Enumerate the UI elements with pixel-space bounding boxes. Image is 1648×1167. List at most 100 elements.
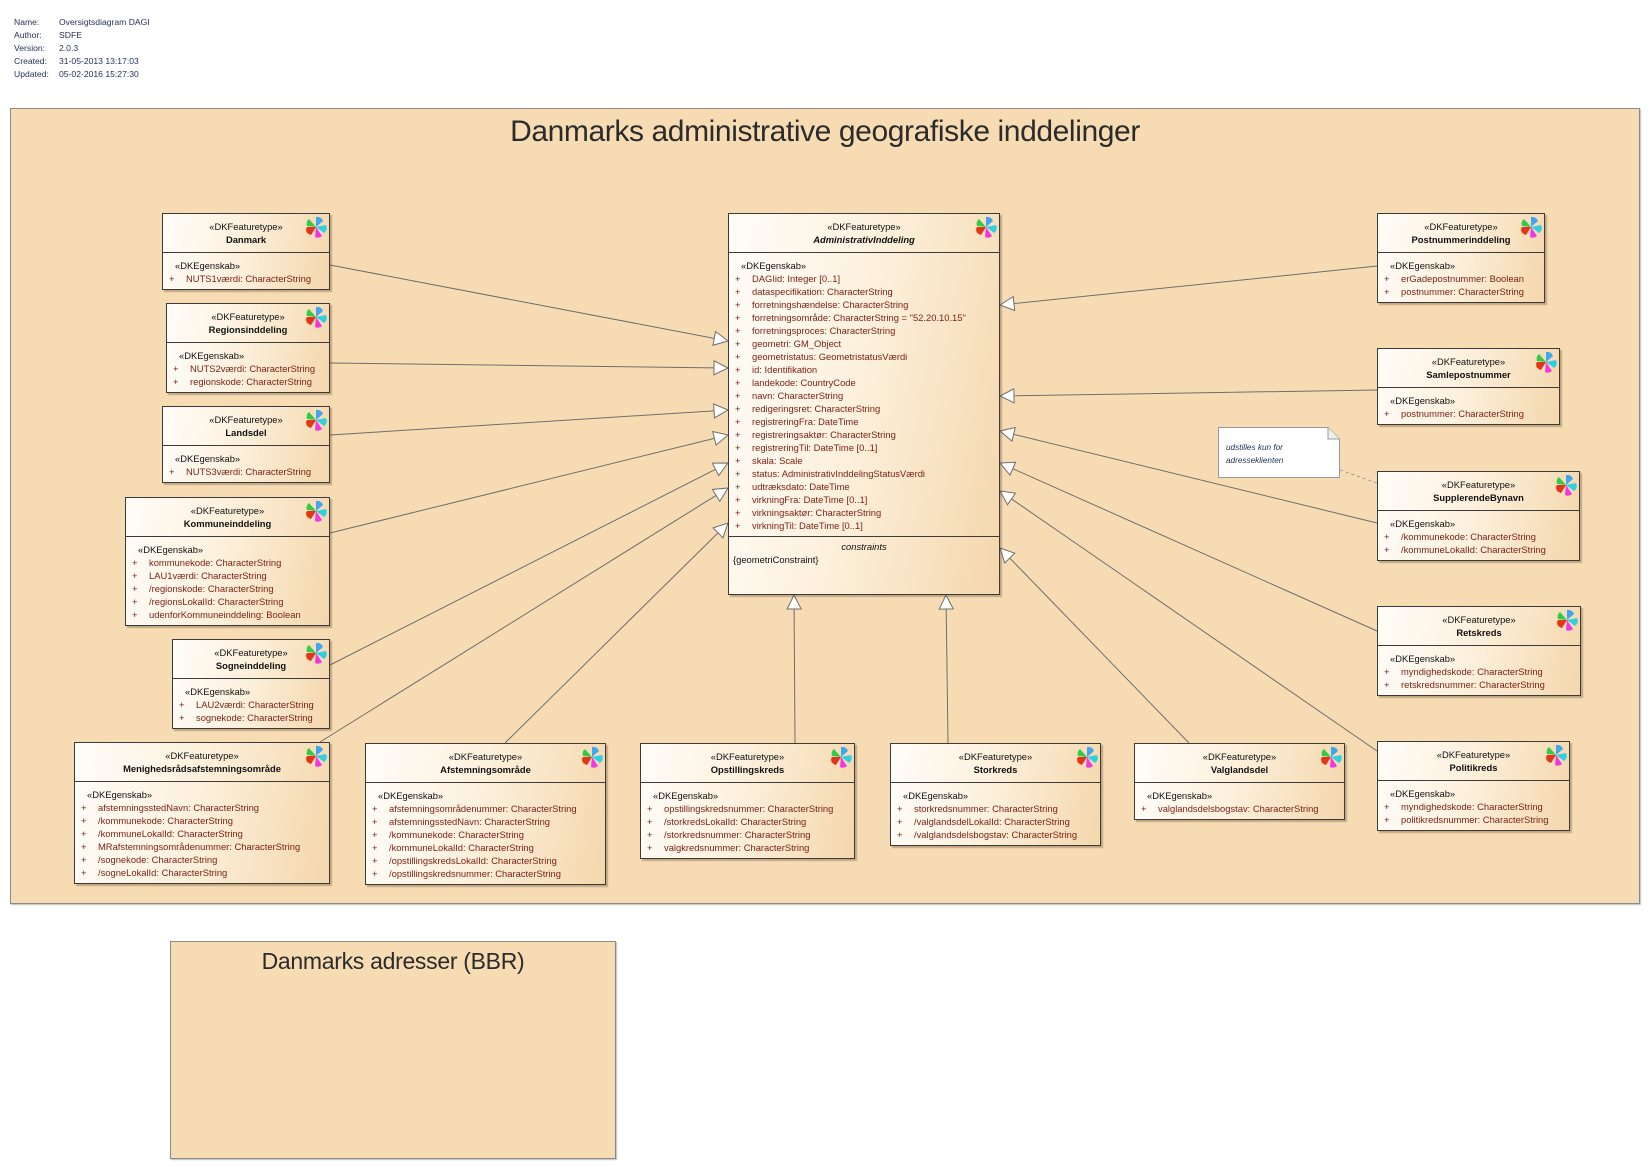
element-type-flower-icon	[1520, 216, 1542, 238]
attribute-row[interactable]: +/regionsLokalId: CharacterString	[132, 595, 323, 608]
attribute-row[interactable]: +storkredsnummer: CharacterString	[897, 802, 1094, 815]
class-administrativinddeling[interactable]: «DKFeaturetype»AdministrativInddeling«DK…	[728, 213, 1000, 595]
class-menighedsraad[interactable]: «DKFeaturetype»Menighedsrådsafstemningso…	[74, 742, 330, 884]
attribute-row[interactable]: +sognekode: CharacterString	[179, 711, 323, 724]
attribute-row[interactable]: +udenforKommuneinddeling: Boolean	[132, 608, 323, 621]
class-opstillingskreds[interactable]: «DKFeaturetype»Opstillingskreds«DKEgensk…	[640, 743, 855, 859]
attribute-text: navn: CharacterString	[752, 390, 844, 401]
attribute-row[interactable]: +/regionskode: CharacterString	[132, 582, 323, 595]
attribute-row[interactable]: +MRafstemningsområdenummer: CharacterStr…	[81, 840, 323, 853]
class-supplerendebynavn[interactable]: «DKFeaturetype»SupplerendeBynavn«DKEgens…	[1377, 471, 1580, 561]
attribute-row[interactable]: +/kommunekode: CharacterString	[1384, 530, 1573, 543]
class-postnummerinddeling[interactable]: «DKFeaturetype»Postnummerinddeling«DKEge…	[1377, 213, 1545, 303]
element-type-flower-icon	[1535, 351, 1557, 373]
attribute-row[interactable]: +kommunekode: CharacterString	[132, 556, 323, 569]
attribute-row[interactable]: +landekode: CountryCode	[735, 376, 993, 389]
element-type-flower-icon	[305, 745, 327, 767]
attribute-row[interactable]: +afstemningsstedNavn: CharacterString	[81, 801, 323, 814]
attribute-row[interactable]: +NUTS2værdi: CharacterString	[173, 362, 323, 375]
class-kommuneinddeling[interactable]: «DKFeaturetype»Kommuneinddeling«DKEgensk…	[125, 497, 330, 626]
attribute-compartment: «DKEgenskab»+myndighedskode: CharacterSt…	[1378, 646, 1580, 695]
attribute-row[interactable]: +redigeringsret: CharacterString	[735, 402, 993, 415]
package-bbr[interactable]: Danmarks adresser (BBR)	[170, 941, 616, 1159]
attribute-row[interactable]: +/kommuneLokalId: CharacterString	[81, 827, 323, 840]
attribute-row[interactable]: +erGadepostnummer: Boolean	[1384, 272, 1538, 285]
class-storkreds[interactable]: «DKFeaturetype»Storkreds«DKEgenskab»+sto…	[890, 743, 1101, 846]
attribute-row[interactable]: +postnummer: CharacterString	[1384, 407, 1553, 420]
attribute-row[interactable]: +/kommuneLokalId: CharacterString	[1384, 543, 1573, 556]
attribute-text: kommunekode: CharacterString	[149, 557, 282, 568]
attribute-compartment: «DKEgenskab»+valglandsdelsbogstav: Chara…	[1135, 783, 1344, 819]
class-header: «DKFeaturetype»Afstemningsområde	[366, 744, 605, 783]
diagram-version: 2.0.3	[59, 43, 79, 53]
attribute-row[interactable]: +forretningsproces: CharacterString	[735, 324, 993, 337]
attribute-row[interactable]: +myndighedskode: CharacterString	[1384, 665, 1574, 678]
attribute-row[interactable]: +afstemningsområdenummer: CharacterStrin…	[372, 802, 599, 815]
attribute-row[interactable]: +afstemningsstedNavn: CharacterString	[372, 815, 599, 828]
attribute-row[interactable]: +myndighedskode: CharacterString	[1384, 800, 1563, 813]
attribute-row[interactable]: +/sogneLokalId: CharacterString	[81, 866, 323, 879]
attribute-row[interactable]: +navn: CharacterString	[735, 389, 993, 402]
attribute-row[interactable]: +/valglandsdelsbogstav: CharacterString	[897, 828, 1094, 841]
element-type-flower-icon	[1320, 746, 1342, 768]
attribute-row[interactable]: +forretningsområde: CharacterString = "5…	[735, 311, 993, 324]
attribute-text: forretningsproces: CharacterString	[752, 325, 896, 336]
attribute-row[interactable]: +/opstillingskredsLokalId: CharacterStri…	[372, 854, 599, 867]
attribute-row[interactable]: +registreringFra: DateTime	[735, 415, 993, 428]
class-afstemningsomraade[interactable]: «DKFeaturetype»Afstemningsområde«DKEgens…	[365, 743, 606, 885]
class-sogneinddeling[interactable]: «DKFeaturetype»Sogneinddeling«DKEgenskab…	[172, 639, 330, 729]
attribute-row[interactable]: +registreringTil: DateTime [0..1]	[735, 441, 993, 454]
attribute-row[interactable]: +skala: Scale	[735, 454, 993, 467]
attribute-stereotype: «DKEgenskab»	[179, 350, 245, 361]
constraint-text[interactable]: {geometriConstraint}	[733, 554, 819, 565]
class-danmark[interactable]: «DKFeaturetype»Danmark«DKEgenskab»+NUTS1…	[162, 213, 330, 290]
attribute-row[interactable]: +dataspecifikation: CharacterString	[735, 285, 993, 298]
attribute-row[interactable]: +udtræksdato: DateTime	[735, 480, 993, 493]
attribute-row[interactable]: +geometri: GM_Object	[735, 337, 993, 350]
attribute-row[interactable]: +LAU1værdi: CharacterString	[132, 569, 323, 582]
attribute-row[interactable]: +virkningFra: DateTime [0..1]	[735, 493, 993, 506]
attribute-row[interactable]: +valgkredsnummer: CharacterString	[647, 841, 848, 854]
note[interactable]: udstilles kun for adresseklienten	[1218, 427, 1340, 478]
attribute-row[interactable]: +/opstillingskredsnummer: CharacterStrin…	[372, 867, 599, 880]
attribute-row[interactable]: +geometristatus: GeometristatusVærdi	[735, 350, 993, 363]
attribute-row[interactable]: +forretningshændelse: CharacterString	[735, 298, 993, 311]
class-regionsinddeling[interactable]: «DKFeaturetype»Regionsinddeling«DKEgensk…	[166, 303, 330, 393]
attribute-row[interactable]: +NUTS1værdi: CharacterString	[169, 272, 323, 285]
attribute-row[interactable]: +opstillingskredsnummer: CharacterString	[647, 802, 848, 815]
attribute-row[interactable]: +retskredsnummer: CharacterString	[1384, 678, 1574, 691]
attribute-row[interactable]: +/storkredsnummer: CharacterString	[647, 828, 848, 841]
class-politikreds[interactable]: «DKFeaturetype»Politikreds«DKEgenskab»+m…	[1377, 741, 1570, 831]
attribute-row[interactable]: +id: Identifikation	[735, 363, 993, 376]
attribute-row[interactable]: +virkningsaktør: CharacterString	[735, 506, 993, 519]
attribute-row[interactable]: + NUTS3værdi: CharacterString	[169, 465, 323, 478]
visibility-public: +	[169, 466, 175, 477]
attribute-row[interactable]: +politikredsnummer: CharacterString	[1384, 813, 1563, 826]
attribute-text: NUTS3værdi: CharacterString	[186, 466, 312, 477]
attribute-row[interactable]: +status: AdministrativInddelingStatusVær…	[735, 467, 993, 480]
attribute-row[interactable]: +postnummer: CharacterString	[1384, 285, 1538, 298]
class-samlepostnummer[interactable]: «DKFeaturetype»Samlepostnummer«DKEgenska…	[1377, 348, 1560, 425]
class-valglandsdel[interactable]: «DKFeaturetype»Valglandsdel«DKEgenskab»+…	[1134, 743, 1345, 820]
attribute-row[interactable]: +valglandsdelsbogstav: CharacterString	[1141, 802, 1338, 815]
attribute-row[interactable]: +DAGIid: Integer [0..1]	[735, 272, 993, 285]
attribute-row[interactable]: +/sognekode: CharacterString	[81, 853, 323, 866]
author-label: Author:	[14, 30, 42, 40]
attribute-text: valgkredsnummer: CharacterString	[664, 842, 810, 853]
attribute-stereotype: «DKEgenskab»	[653, 790, 719, 801]
attribute-row[interactable]: +LAU2værdi: CharacterString	[179, 698, 323, 711]
class-landsdel[interactable]: «DKFeaturetype»Landsdel«DKEgenskab»+NUTS…	[162, 406, 330, 483]
attribute-row[interactable]: +registreringsaktør: CharacterString	[735, 428, 993, 441]
attribute-row[interactable]: +/kommunekode: CharacterString	[81, 814, 323, 827]
class-retskreds[interactable]: «DKFeaturetype»Retskreds«DKEgenskab»+myn…	[1377, 606, 1581, 696]
visibility-public: +	[647, 803, 653, 814]
attribute-row[interactable]: +regionskode: CharacterString	[173, 375, 323, 388]
class-name: Retskreds	[1456, 627, 1502, 638]
attribute-compartment: «DKEgenskab»+NUTS1værdi: CharacterString	[163, 253, 329, 289]
attribute-row[interactable]: +/kommuneLokalId: CharacterString	[372, 841, 599, 854]
attribute-row[interactable]: +/kommunekode: CharacterString	[372, 828, 599, 841]
attribute-row[interactable]: +virkningTil: DateTime [0..1]	[735, 519, 993, 532]
visibility-public: +	[81, 815, 87, 826]
attribute-row[interactable]: +/valglandsdelLokalId: CharacterString	[897, 815, 1094, 828]
attribute-row[interactable]: +/storkredsLokalId: CharacterString	[647, 815, 848, 828]
